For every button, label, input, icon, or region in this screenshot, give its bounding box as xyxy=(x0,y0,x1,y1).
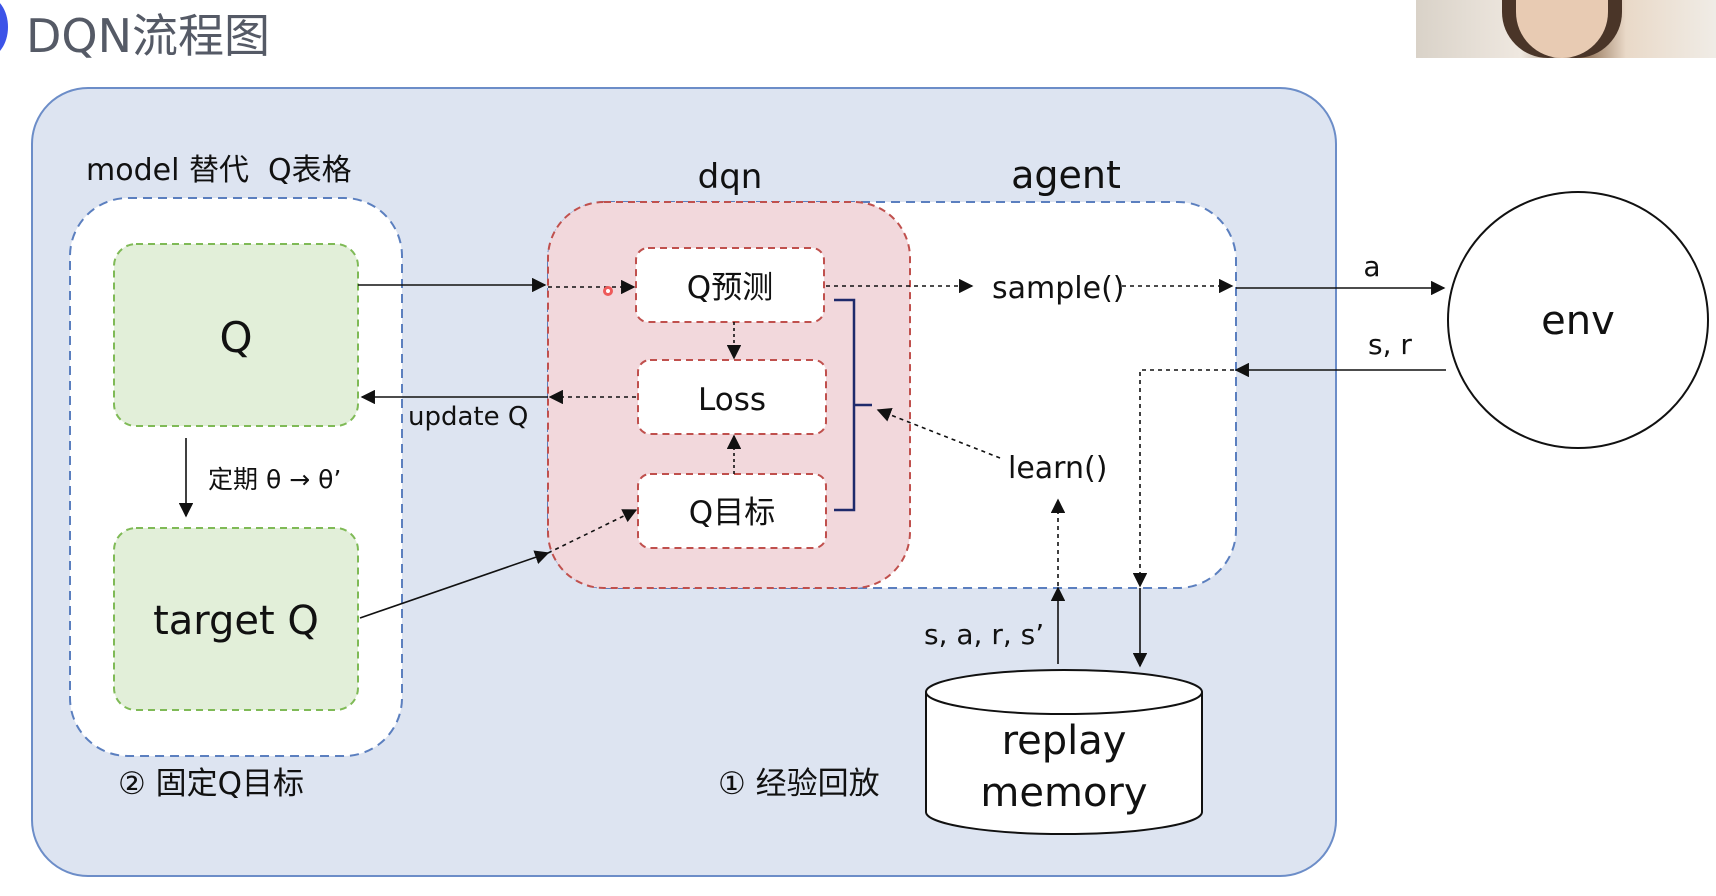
learn-label: learn() xyxy=(1008,451,1107,486)
transition-label: s, a, r, s’ xyxy=(924,618,1044,651)
loss-box xyxy=(637,359,827,435)
target-q-label: target Q xyxy=(153,598,319,644)
q-target-label: Q目标 xyxy=(689,495,775,531)
action-label: a xyxy=(1363,250,1380,283)
arrow-learn-to-bracket xyxy=(876,408,1001,459)
replay-memory-cylinder xyxy=(925,669,1203,835)
env-circle xyxy=(1447,191,1709,449)
loss-bracket xyxy=(834,298,872,512)
title-marker xyxy=(0,0,8,58)
arrow-target-to-dqn xyxy=(359,550,550,619)
pointer-dot-center xyxy=(606,289,610,293)
update-q-label: update Q xyxy=(408,402,528,432)
sample-label: sample() xyxy=(992,271,1124,306)
agent-label: agent xyxy=(1011,153,1121,197)
periodic-update-label: 定期 θ → θ’ xyxy=(208,465,341,494)
fixed-target-caption: ② 固定Q目标 xyxy=(118,766,304,802)
webcam-thumbnail xyxy=(1416,0,1716,58)
q-target-box xyxy=(637,473,827,549)
model-caption: model 替代 Q表格 xyxy=(86,153,352,188)
env-label: env xyxy=(1541,298,1615,344)
q-predict-box xyxy=(635,247,825,323)
q-label: Q xyxy=(219,313,252,362)
arrow-dqn-to-qtarget xyxy=(547,509,638,554)
q-network-box xyxy=(113,243,359,427)
replay-label: replay xyxy=(1002,718,1127,764)
memory-label: memory xyxy=(980,770,1147,816)
dqn-label: dqn xyxy=(698,157,763,197)
loss-label: Loss xyxy=(698,382,766,418)
slide-title: DQN流程图 xyxy=(26,9,271,63)
experience-replay-caption: ① 经验回放 xyxy=(718,766,880,802)
q-predict-label: Q预测 xyxy=(687,270,773,306)
state-reward-label: s, r xyxy=(1368,328,1412,361)
target-q-box xyxy=(113,527,359,711)
